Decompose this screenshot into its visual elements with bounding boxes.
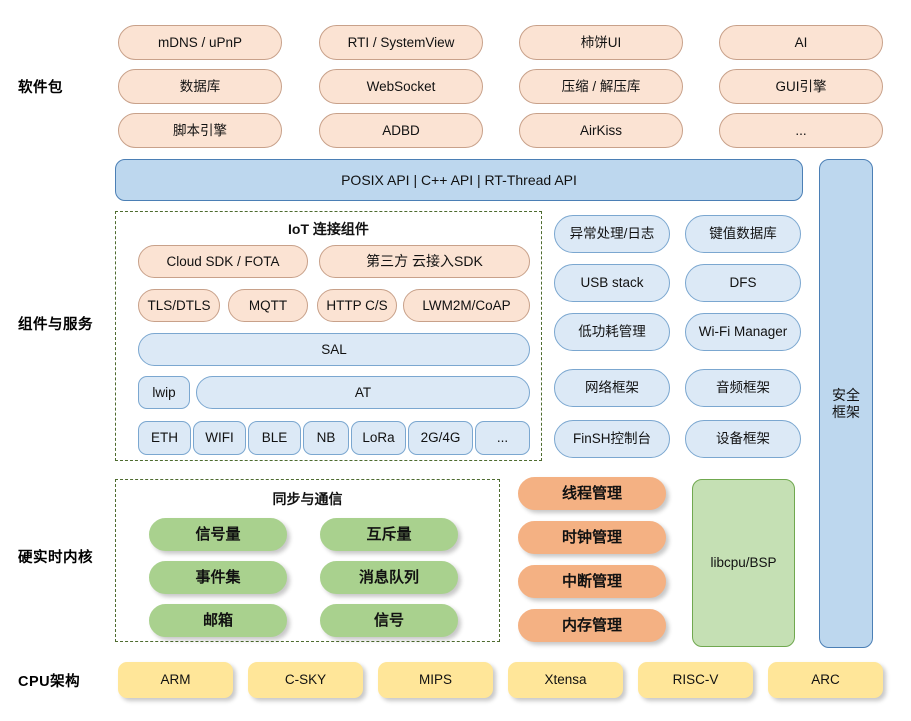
component-box[interactable]: USB stack: [554, 264, 670, 302]
sync-group-frame: [115, 479, 500, 642]
at-box[interactable]: AT: [196, 376, 530, 409]
package-box[interactable]: 柿饼UI: [519, 25, 683, 60]
sync-group-title: 同步与通信: [272, 491, 343, 507]
component-box[interactable]: 异常处理/日志: [554, 215, 670, 253]
link-box[interactable]: LoRa: [351, 421, 406, 455]
kernel-sync-box[interactable]: 邮箱: [149, 604, 287, 637]
package-box[interactable]: GUI引擎: [719, 69, 883, 104]
security-frame-line2: 框架: [832, 403, 860, 420]
component-box[interactable]: 网络框架: [554, 369, 670, 407]
link-box[interactable]: WIFI: [193, 421, 246, 455]
iot-group-frame: [115, 211, 542, 461]
cpu-arch-box[interactable]: ARC: [768, 662, 883, 698]
kernel-sync-box[interactable]: 信号: [320, 604, 458, 637]
cpu-arch-box[interactable]: ARM: [118, 662, 233, 698]
link-box[interactable]: 2G/4G: [408, 421, 473, 455]
security-frame-box[interactable]: 安全 框架: [819, 159, 873, 648]
package-box[interactable]: RTI / SystemView: [319, 25, 483, 60]
api-bar[interactable]: POSIX API | C++ API | RT-Thread API: [115, 159, 803, 201]
kernel-manager-box[interactable]: 中断管理: [518, 565, 666, 598]
link-box[interactable]: NB: [303, 421, 349, 455]
link-box[interactable]: ...: [475, 421, 530, 455]
kernel-sync-box[interactable]: 信号量: [149, 518, 287, 551]
kernel-manager-box[interactable]: 时钟管理: [518, 521, 666, 554]
kernel-sync-box[interactable]: 消息队列: [320, 561, 458, 594]
component-box[interactable]: Wi-Fi Manager: [685, 313, 801, 351]
lwip-box[interactable]: lwip: [138, 376, 190, 409]
section-label-components-services: 组件与服务: [18, 317, 93, 333]
iot-box[interactable]: HTTP C/S: [317, 289, 397, 322]
iot-box[interactable]: LWM2M/CoAP: [403, 289, 530, 322]
cpu-arch-box[interactable]: C-SKY: [248, 662, 363, 698]
iot-group-title: IoT 连接组件: [288, 221, 369, 237]
security-frame-line1: 安全: [832, 387, 860, 404]
package-box[interactable]: AI: [719, 25, 883, 60]
cpu-arch-box[interactable]: RISC-V: [638, 662, 753, 698]
package-box[interactable]: 压缩 / 解压库: [519, 69, 683, 104]
link-box[interactable]: BLE: [248, 421, 301, 455]
cpu-arch-box[interactable]: Xtensa: [508, 662, 623, 698]
cpu-arch-box[interactable]: MIPS: [378, 662, 493, 698]
iot-box[interactable]: 第三方 云接入SDK: [319, 245, 530, 278]
component-box[interactable]: FinSH控制台: [554, 420, 670, 458]
kernel-manager-box[interactable]: 线程管理: [518, 477, 666, 510]
component-box[interactable]: DFS: [685, 264, 801, 302]
link-box[interactable]: ETH: [138, 421, 191, 455]
package-box[interactable]: WebSocket: [319, 69, 483, 104]
iot-box[interactable]: Cloud SDK / FOTA: [138, 245, 308, 278]
component-box[interactable]: 键值数据库: [685, 215, 801, 253]
kernel-sync-box[interactable]: 事件集: [149, 561, 287, 594]
package-box[interactable]: 脚本引擎: [118, 113, 282, 148]
component-box[interactable]: 音频框架: [685, 369, 801, 407]
section-label-software-packages: 软件包: [18, 80, 63, 96]
package-box[interactable]: ...: [719, 113, 883, 148]
iot-box[interactable]: MQTT: [228, 289, 308, 322]
component-box[interactable]: 设备框架: [685, 420, 801, 458]
libcpu-bsp-box[interactable]: libcpu/BSP: [692, 479, 795, 647]
package-box[interactable]: AirKiss: [519, 113, 683, 148]
kernel-manager-box[interactable]: 内存管理: [518, 609, 666, 642]
sal-box[interactable]: SAL: [138, 333, 530, 366]
package-box[interactable]: ADBD: [319, 113, 483, 148]
section-label-cpu-architecture: CPU架构: [18, 674, 81, 690]
kernel-sync-box[interactable]: 互斥量: [320, 518, 458, 551]
section-label-hard-realtime-kernel: 硬实时内核: [18, 550, 93, 566]
package-box[interactable]: mDNS / uPnP: [118, 25, 282, 60]
iot-box[interactable]: TLS/DTLS: [138, 289, 220, 322]
component-box[interactable]: 低功耗管理: [554, 313, 670, 351]
package-box[interactable]: 数据库: [118, 69, 282, 104]
